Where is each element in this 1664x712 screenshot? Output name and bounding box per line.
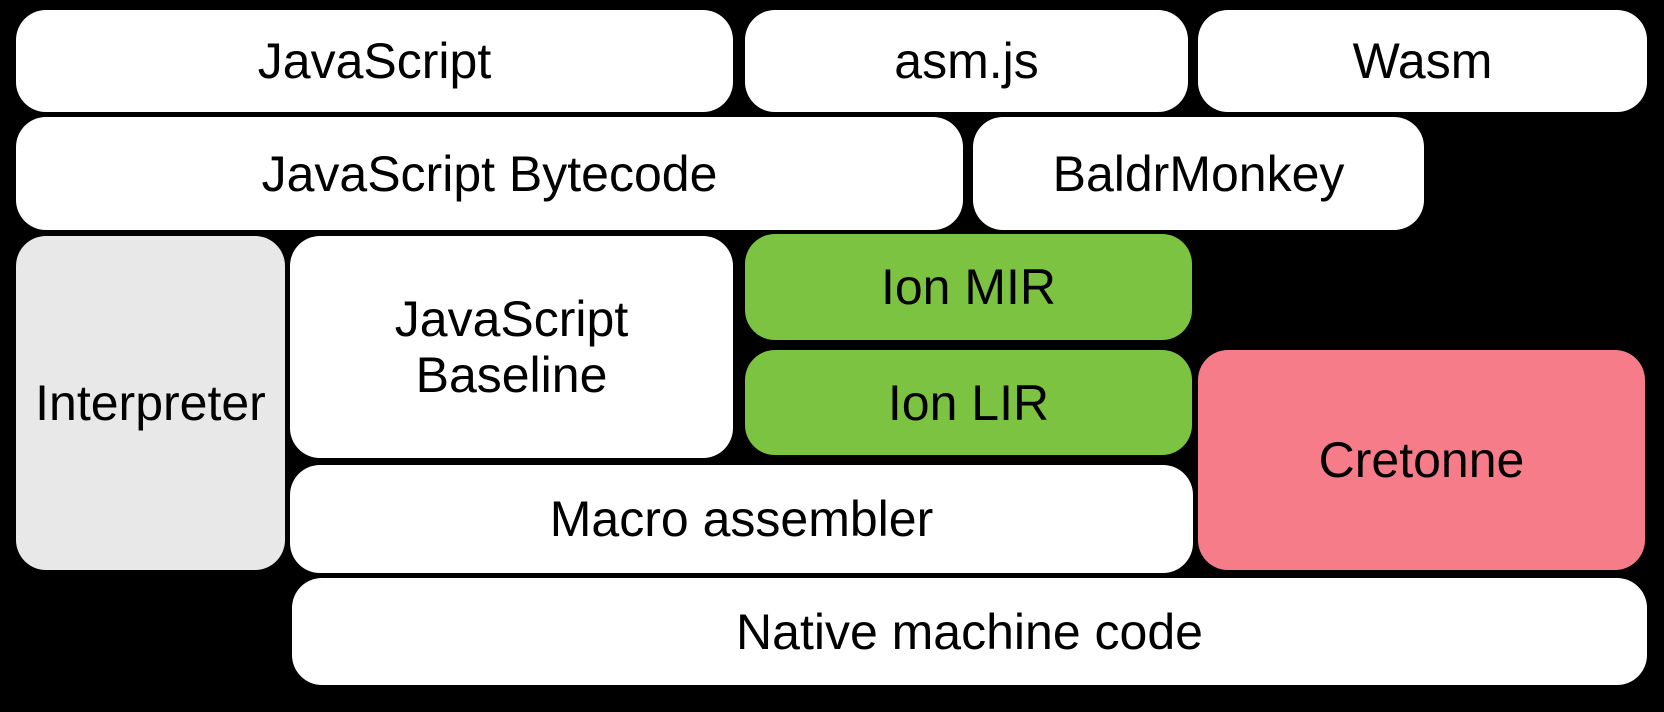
node-label-javascript-bytecode: JavaScript Bytecode — [261, 145, 718, 202]
node-ion-lir: Ion LIR — [745, 350, 1192, 455]
node-label-baldrmonkey: BaldrMonkey — [1052, 145, 1345, 202]
node-asmjs: asm.js — [745, 10, 1188, 112]
node-label-macro-assembler: Macro assembler — [549, 491, 934, 547]
node-label-interpreter: Interpreter — [35, 375, 266, 431]
node-interpreter: Interpreter — [16, 236, 285, 570]
node-label-wasm: Wasm — [1352, 33, 1493, 89]
node-ion-mir: Ion MIR — [745, 234, 1192, 340]
node-label-asmjs: asm.js — [894, 33, 1039, 89]
node-javascript-bytecode: JavaScript Bytecode — [16, 117, 963, 230]
node-macro-assembler: Macro assembler — [290, 465, 1193, 573]
node-wasm: Wasm — [1198, 10, 1647, 112]
node-label-native-machine-code: Native machine code — [736, 603, 1203, 660]
node-label-javascript-baseline: JavaScript Baseline — [394, 291, 629, 403]
node-cretonne: Cretonne — [1198, 350, 1645, 570]
node-baldrmonkey: BaldrMonkey — [973, 117, 1424, 230]
node-label-javascript: JavaScript — [257, 33, 492, 89]
node-native-machine-code: Native machine code — [292, 578, 1647, 685]
node-label-cretonne: Cretonne — [1318, 432, 1525, 488]
node-javascript-baseline: JavaScript Baseline — [290, 236, 733, 458]
node-label-ion-lir: Ion LIR — [887, 374, 1050, 431]
node-label-ion-mir: Ion MIR — [880, 259, 1057, 315]
node-javascript: JavaScript — [16, 10, 733, 112]
